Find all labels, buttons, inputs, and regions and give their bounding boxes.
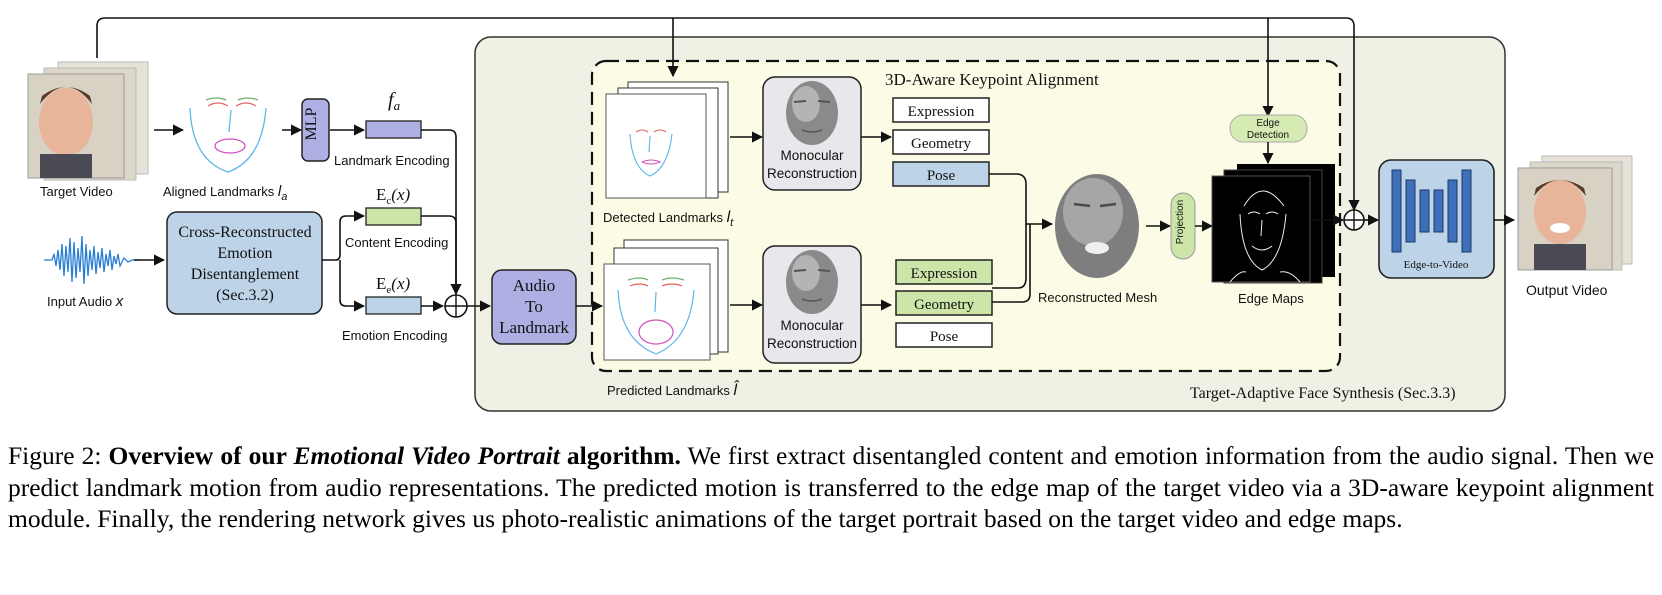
- caption-prefix: Figure 2:: [8, 441, 109, 470]
- expression-box-top: [892, 97, 990, 123]
- caption-bold-2: algorithm.: [559, 441, 681, 470]
- ee-emotion-symbol: Ee(x): [376, 274, 410, 296]
- landmark-encoding-bar: [365, 120, 422, 139]
- ec-content-symbol: Ec(x): [376, 185, 410, 207]
- figure-caption: Figure 2: Overview of our Emotional Vide…: [8, 440, 1654, 535]
- predicted-landmarks-label: Predicted Landmarks l̂: [607, 379, 740, 399]
- keypoint-alignment-title: 3D-Aware Keypoint Alignment: [885, 70, 1099, 89]
- detected-landmarks-stack: [605, 81, 729, 199]
- detected-landmarks-label: Detected Landmarks lt: [603, 209, 734, 229]
- landmark-encoding-label: Landmark Encoding: [334, 153, 450, 168]
- monocular-bottom-line1: Monocular: [780, 318, 844, 333]
- fusion-operator-icon: [1343, 209, 1365, 231]
- caption-bold-italic: Emotional Video Portrait: [293, 441, 560, 470]
- caption-body: We first extract disentangled content an…: [8, 441, 1655, 533]
- geometry-bottom-label: Geometry: [914, 297, 974, 313]
- expression-bottom-label: Expression: [911, 266, 978, 282]
- head-3d-bottom-icon: [786, 250, 838, 314]
- cross-recon-line2: Emotion: [217, 245, 272, 262]
- content-encoding-label: Content Encoding: [345, 235, 448, 250]
- cross-recon-line1: Cross-Reconstructed: [178, 224, 311, 241]
- pose-top-label: Pose: [927, 168, 956, 184]
- a2l-line3: Landmark: [499, 318, 569, 337]
- mlp-block: [301, 98, 330, 162]
- edge-to-video-network-icon: [1391, 169, 1472, 253]
- edge-to-video-label: Edge-to-Video: [1404, 259, 1469, 271]
- audio-waveform: [44, 235, 140, 285]
- pose-box-top: [892, 161, 990, 187]
- expression-box-bottom: [895, 259, 993, 285]
- cross-recon-line3: Disentanglement: [191, 266, 300, 283]
- monocular-bottom-line2: Reconstruction: [767, 336, 857, 351]
- monocular-top-line2: Reconstruction: [767, 166, 857, 181]
- target-video-frames: [27, 61, 149, 181]
- concat-operator-icon: [444, 294, 468, 318]
- a2l-line2: To: [525, 297, 543, 316]
- input-audio-label: Input Audio x: [47, 293, 124, 310]
- edge-maps-label: Edge Maps: [1238, 291, 1304, 306]
- synthesis-panel-label: Target-Adaptive Face Synthesis (Sec.3.3): [1190, 385, 1456, 402]
- mlp-label: MLP: [303, 107, 320, 140]
- aligned-landmarks-sketch: [189, 97, 267, 173]
- method-overview-diagram: Target Video Aligned Landmarks la MLP fa…: [27, 17, 1633, 412]
- reconstructed-mesh-label: Reconstructed Mesh: [1038, 290, 1157, 305]
- geometry-box-bottom: [895, 290, 993, 316]
- output-video-frames: [1517, 155, 1633, 271]
- content-encoding-bar: [365, 207, 422, 226]
- geometry-top-label: Geometry: [911, 136, 971, 152]
- pose-bottom-label: Pose: [930, 329, 959, 345]
- reconstructed-mesh-image: [1055, 174, 1139, 278]
- emotion-encoding-bar: [365, 296, 422, 315]
- output-video-label: Output Video: [1526, 282, 1608, 298]
- edge-detection-line2: Detection: [1247, 130, 1289, 141]
- expression-top-label: Expression: [908, 104, 975, 120]
- cross-recon-line4: (Sec.3.2): [216, 287, 274, 304]
- emotion-encoding-label: Emotion Encoding: [342, 328, 448, 343]
- audio-to-landmark-block: [491, 269, 577, 345]
- aligned-landmarks-label: Aligned Landmarks la: [163, 183, 287, 203]
- pose-box-bottom: [895, 322, 993, 348]
- head-3d-top-icon: [786, 81, 838, 145]
- caption-bold-1: Overview of our: [108, 441, 294, 470]
- geometry-box-top: [892, 129, 990, 155]
- edge-detection-line1: Edge: [1256, 118, 1280, 129]
- projection-label: Projection: [1175, 200, 1186, 244]
- fa-symbol: fa: [388, 89, 401, 113]
- a2l-line1: Audio: [513, 276, 556, 295]
- predicted-landmarks-stack: [603, 239, 729, 361]
- cross-reconstructed-block: [166, 211, 323, 315]
- edge-maps-stack: [1211, 164, 1335, 284]
- monocular-top-line1: Monocular: [780, 148, 844, 163]
- target-video-label: Target Video: [40, 184, 113, 199]
